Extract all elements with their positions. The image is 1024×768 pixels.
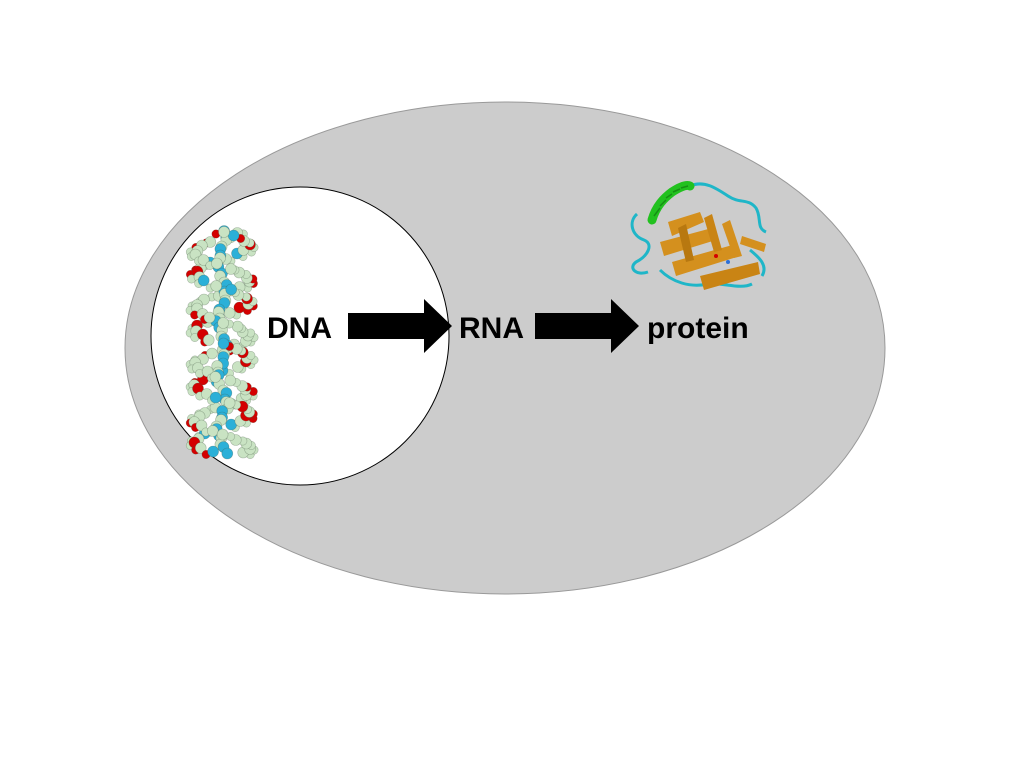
protein-sheet — [740, 236, 766, 252]
protein-atom — [714, 254, 718, 258]
protein-sheet — [722, 220, 742, 258]
protein-coil — [630, 212, 651, 275]
protein-atom — [726, 260, 730, 264]
dna-atom — [223, 307, 236, 319]
dna-atom — [221, 447, 234, 460]
dna-atom — [211, 257, 223, 270]
dna-atom — [218, 226, 230, 238]
protein-helix-turns — [653, 185, 689, 217]
dna-atom — [210, 280, 222, 292]
dna-atom — [231, 320, 244, 333]
dna-atom — [207, 425, 219, 437]
dna-label: DNA — [267, 312, 332, 345]
dna-atom — [209, 391, 222, 404]
dna-atom — [225, 283, 237, 296]
dna-atom — [217, 337, 230, 350]
dna-double-helix-icon — [185, 225, 259, 460]
dna-atom — [223, 397, 236, 409]
dna-atom — [197, 254, 210, 266]
transcription-arrow — [348, 299, 452, 353]
dna-atom — [207, 445, 219, 458]
dna-atom — [225, 263, 237, 275]
dna-atom — [209, 371, 222, 383]
translation-arrow — [535, 299, 639, 353]
rna-label: RNA — [459, 312, 524, 345]
dna-atom — [203, 311, 216, 324]
protein-label: protein — [647, 312, 749, 345]
dna-atom — [194, 442, 207, 454]
dna-atom — [232, 361, 244, 373]
protein-coil — [749, 248, 766, 277]
protein-coil — [689, 182, 767, 234]
dna-atom — [216, 428, 229, 441]
dna-atom — [206, 347, 218, 360]
protein-ribbon-structure-icon — [630, 181, 767, 290]
dna-atom — [224, 374, 237, 387]
protein-helix — [647, 181, 695, 225]
dna-atom — [217, 317, 229, 329]
dna-atom — [197, 274, 210, 287]
protein-sheet — [678, 224, 694, 262]
dna-atom — [202, 334, 215, 346]
protein-sheet — [672, 244, 740, 276]
protein-sheet — [704, 214, 722, 252]
protein-sheet — [700, 262, 760, 290]
